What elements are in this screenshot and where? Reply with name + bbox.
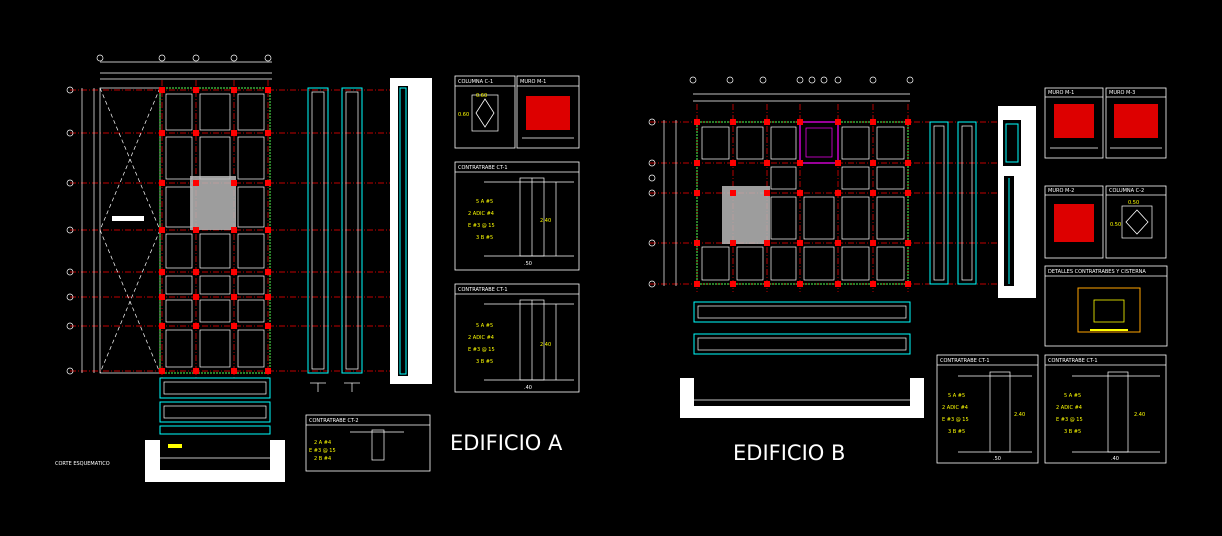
svg-text:MURO M-2: MURO M-2 xyxy=(1048,188,1074,194)
svg-text:E #3 @ 15: E #3 @ 15 xyxy=(309,448,336,454)
svg-text:MURO M-1: MURO M-1 xyxy=(1048,90,1074,96)
horizontal-grid-b xyxy=(650,121,1030,285)
svg-text:.40: .40 xyxy=(524,385,532,391)
svg-text:MURO M-1: MURO M-1 xyxy=(520,79,546,85)
svg-text:CONTRATRABE CT-2: CONTRATRABE CT-2 xyxy=(309,418,359,424)
detail-muro-m1-b: MURO M-1 xyxy=(1044,87,1104,159)
detail-contratrabes-cisterna: DETALLES CONTRATRABES Y CISTERNA xyxy=(1044,265,1168,347)
svg-text:CONTRATRABE CT-1: CONTRATRABE CT-1 xyxy=(458,287,508,293)
svg-text:3 B #5: 3 B #5 xyxy=(476,359,493,365)
slab-cells-b xyxy=(701,126,905,281)
svg-text:2.40: 2.40 xyxy=(540,218,551,224)
svg-text:2 B #4: 2 B #4 xyxy=(314,456,331,462)
svg-text:3 B #5: 3 B #5 xyxy=(948,429,965,435)
svg-text:0.50: 0.50 xyxy=(1128,200,1139,206)
edificio-b-title: EDIFICIO B xyxy=(733,441,845,465)
columns-b xyxy=(694,119,911,287)
svg-text:2 ADIC #4: 2 ADIC #4 xyxy=(942,405,968,411)
svg-text:2 A #4: 2 A #4 xyxy=(314,440,331,446)
svg-text:3 B #5: 3 B #5 xyxy=(476,235,493,241)
svg-text:.40: .40 xyxy=(1111,456,1119,462)
columns-a xyxy=(159,87,271,374)
core-hatch-b xyxy=(722,186,770,244)
axis-bubbles-top-a xyxy=(96,54,272,62)
svg-text:2.40: 2.40 xyxy=(1014,412,1025,418)
svg-text:2.40: 2.40 xyxy=(540,342,551,348)
detail-muro-m3: MURO M-3 xyxy=(1105,87,1167,159)
detail-columna-c1: COLUMNA C-1 0.60 0.60 xyxy=(454,75,516,149)
detail-contratrabe-ct1-b-right: CONTRATRABE CT-1 5 A #5 2 ADIC #4 E #3 @… xyxy=(1044,354,1167,464)
svg-text:5 A #5: 5 A #5 xyxy=(1064,393,1081,399)
detail-contratrabe-ct1-lower: CONTRATRABE CT-1 5 A #5 2 ADIC #4 E #3 @… xyxy=(454,283,580,393)
svg-text:0.50: 0.50 xyxy=(1110,222,1121,228)
svg-text:5 A #5: 5 A #5 xyxy=(476,323,493,329)
svg-text:5 A #5: 5 A #5 xyxy=(948,393,965,399)
detail-contratrabe-ct1-b-left: CONTRATRABE CT-1 5 A #5 2 ADIC #4 E #3 @… xyxy=(936,354,1039,464)
svg-text:CONTRATRABE CT-1: CONTRATRABE CT-1 xyxy=(458,165,508,171)
svg-text:CONTRATRABE CT-1: CONTRATRABE CT-1 xyxy=(1048,358,1098,364)
svg-text:2.40: 2.40 xyxy=(1134,412,1145,418)
svg-text:MURO M-3: MURO M-3 xyxy=(1109,90,1135,96)
edificio-a-title: EDIFICIO A xyxy=(450,431,563,455)
svg-text:E #3 @ 15: E #3 @ 15 xyxy=(1056,417,1083,423)
detail-contratrabe-ct1-upper: CONTRATRABE CT-1 5 A #5 2 ADIC #4 E #3 @… xyxy=(454,161,580,271)
svg-text:E #3 @ 15: E #3 @ 15 xyxy=(468,347,495,353)
detail-contratrabe-ct2: CONTRATRABE CT-2 2 A #4 E #3 @ 15 2 B #4 xyxy=(305,414,431,472)
svg-text:.50: .50 xyxy=(993,456,1001,462)
svg-text:2 ADIC #4: 2 ADIC #4 xyxy=(468,211,494,217)
svg-text:2 ADIC #4: 2 ADIC #4 xyxy=(468,335,494,341)
svg-text:E #3 @ 15: E #3 @ 15 xyxy=(468,223,495,229)
svg-text:E #3 @ 15: E #3 @ 15 xyxy=(942,417,969,423)
elevation-a xyxy=(390,78,432,384)
detail-columna-c2: COLUMNA C-2 0.50 0.50 xyxy=(1105,185,1167,259)
detail-muro-m1: MURO M-1 xyxy=(516,75,580,149)
corte-esquematico-label: CORTE ESQUEMATICO xyxy=(55,461,110,467)
sections-bottom-a xyxy=(145,377,285,482)
svg-text:CONTRATRABE CT-1: CONTRATRABE CT-1 xyxy=(940,358,990,364)
svg-text:5 A #5: 5 A #5 xyxy=(476,199,493,205)
svg-text:COLUMNA C-1: COLUMNA C-1 xyxy=(458,79,493,85)
edificio-a-plan: CORTE ESQUEMATICO xyxy=(55,54,432,482)
svg-text:0.60: 0.60 xyxy=(476,93,487,99)
svg-text:DETALLES CONTRATRABES Y CISTER: DETALLES CONTRATRABES Y CISTERNA xyxy=(1048,269,1146,275)
svg-text:2 ADIC #4: 2 ADIC #4 xyxy=(1056,405,1082,411)
svg-text:.50: .50 xyxy=(524,261,532,267)
detail-muro-m2: MURO M-2 xyxy=(1044,185,1104,259)
svg-text:0.60: 0.60 xyxy=(458,112,469,118)
svg-text:3 B #5: 3 B #5 xyxy=(1064,429,1081,435)
edificio-b-plan xyxy=(648,76,1036,418)
svg-text:COLUMNA C-2: COLUMNA C-2 xyxy=(1109,188,1144,194)
sections-bottom-b xyxy=(680,301,924,418)
